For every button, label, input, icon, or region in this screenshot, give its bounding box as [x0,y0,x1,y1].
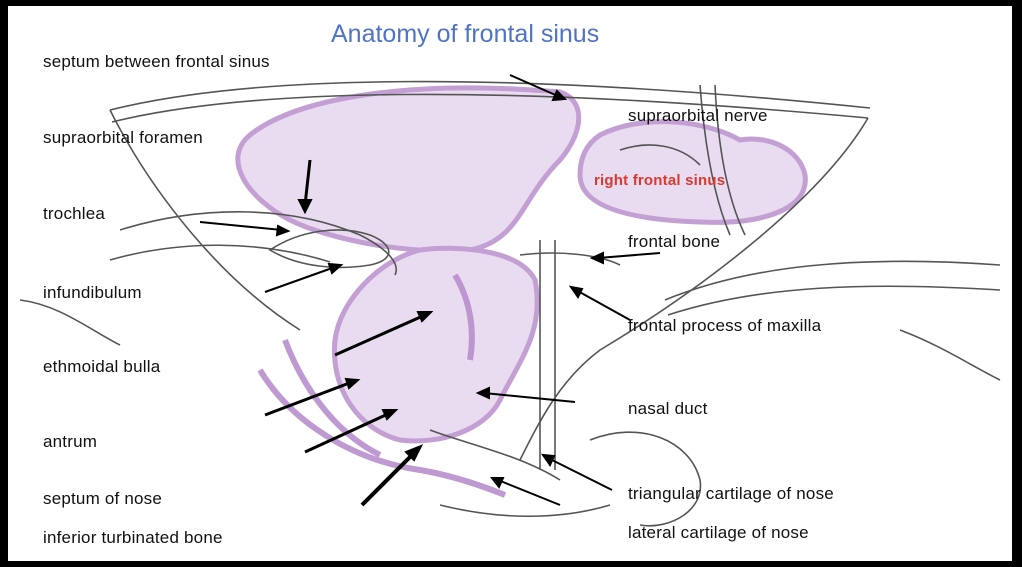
label-infundibulum: infundibulum [43,283,142,303]
label-frontal-bone: frontal bone [628,232,720,252]
diagram-title: Anatomy of frontal sinus [331,20,599,49]
label-trochlea: trochlea [43,204,105,224]
label-antrum: antrum [43,432,97,452]
arrow-trochlea [200,222,288,235]
label-septum-between-frontal-sinus: septum between frontal sinus [43,52,270,72]
ethmoid-cells-shape [334,248,537,441]
label-nasal-duct: nasal duct [628,399,708,419]
label-frontal-process-of-maxilla: frontal process of maxilla [628,316,821,336]
label-ethmoidal-bulla: ethmoidal bulla [43,357,160,377]
label-triangular-cartilage-of-nose: triangular cartilage of nose [628,484,834,504]
label-septum-of-nose: septum of nose [43,489,162,509]
left-frontal-sinus-shape [238,88,579,251]
arrow-frontal-bone [592,253,660,263]
label-supraorbital-foramen: supraorbital foramen [43,128,203,148]
label-right-frontal-sinus: right frontal sinus [594,172,725,189]
label-lateral-cartilage-of-nose: lateral cartilage of nose [628,523,809,543]
arrow-triangular-cartilage [543,455,612,490]
label-supraorbital-nerve: supraorbital nerve [628,106,768,126]
label-inferior-turbinated-bone: inferior turbinated bone [43,528,223,548]
arrow-infundibulum [265,264,341,292]
arrow-frontal-process [571,287,630,320]
